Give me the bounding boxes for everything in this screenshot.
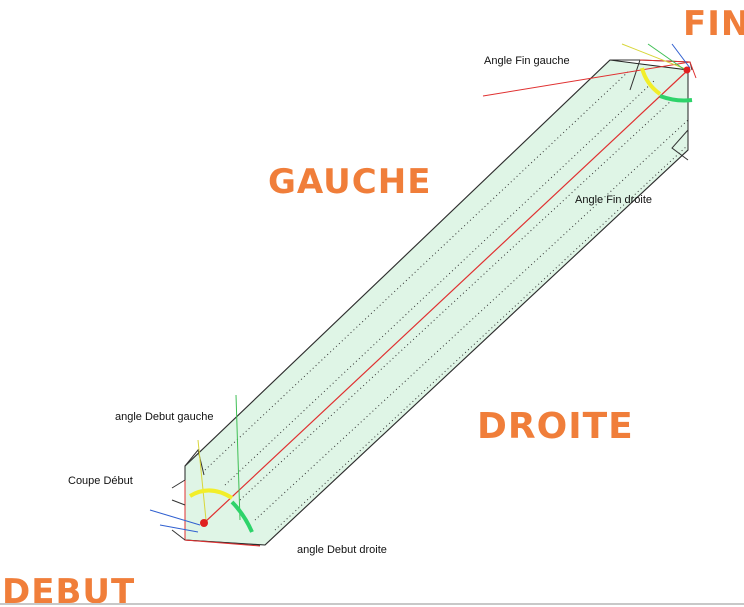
- guide-line-yellow-end: [621, 43, 689, 71]
- guide-line-green-start: [235, 394, 241, 521]
- label-droite: DROITE: [477, 406, 634, 447]
- end-red-cap: [639, 59, 697, 79]
- label-angle-debut-droite: angle Debut droite: [297, 544, 387, 556]
- fin-red-extension: [482, 61, 691, 97]
- guide-line-blue-start: [149, 509, 201, 533]
- label-debut: DEBUT: [2, 572, 135, 607]
- right-edge: [264, 149, 689, 546]
- label-angle-debut-gauche: angle Debut gauche: [115, 411, 213, 423]
- end-right-cap: [671, 129, 689, 161]
- start-endpoint: [200, 519, 208, 527]
- arc-green-start: [230, 500, 254, 533]
- guide-line-blue-end: [671, 43, 691, 69]
- left-edge: [184, 59, 611, 467]
- centerline-axis: [203, 69, 689, 524]
- end-endpoint: [683, 66, 691, 74]
- band-area: [184, 59, 689, 546]
- label-angle-fin-droite: Angle Fin droite: [575, 194, 652, 206]
- label-gauche: GAUCHE: [268, 162, 431, 202]
- arc-green-end: [659, 94, 693, 103]
- guide-line-yellow-start: [197, 439, 207, 521]
- arc-yellow-end: [640, 67, 662, 96]
- label-fin: FIN: [683, 4, 744, 44]
- guide-line-green-end: [647, 43, 689, 73]
- dotted-lines: [204, 69, 689, 531]
- label-coupe-debut: Coupe Début: [68, 475, 133, 487]
- arc-yellow-start: [188, 488, 234, 500]
- label-angle-fin-gauche: Angle Fin gauche: [484, 55, 570, 67]
- start-left-notch: [171, 479, 186, 541]
